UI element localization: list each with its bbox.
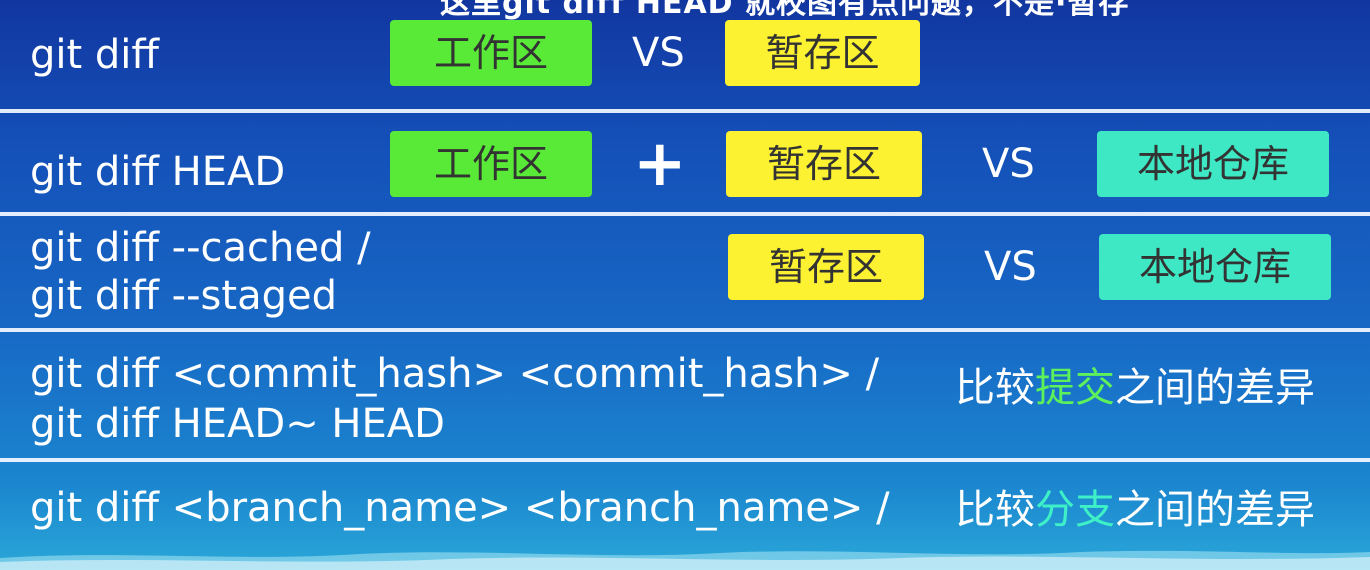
description-suffix: 之间的差异 [1115,487,1315,533]
row-git-diff-commits: git diff <commit_hash> <commit_hash> / g… [0,340,1370,450]
staging-box: 暂存区 [726,131,922,197]
local-repo-box: 本地仓库 [1097,131,1329,197]
description-prefix: 比较 [955,365,1035,411]
command-text-line1: git diff --cached / [30,225,371,271]
description-text: 比较提交之间的差异 [955,364,1315,412]
row-divider [0,458,1370,462]
workspace-box: 工作区 [390,131,592,197]
staging-box: 暂存区 [725,20,920,86]
local-repo-box: 本地仓库 [1099,234,1331,300]
row-git-diff: git diff 工作区 VS 暂存区 [0,16,1370,92]
row-divider [0,109,1370,113]
row-divider [0,212,1370,216]
vs-label: VS [632,30,685,76]
row-git-diff-cached: git diff --cached / git diff --staged 暂存… [0,222,1370,322]
description-text: 比较分支之间的差异 [955,486,1315,534]
staging-box: 暂存区 [728,234,924,300]
command-text-line2: git diff HEAD~ HEAD [30,401,445,447]
row-git-diff-branches: git diff <branch_name> <branch_name> / 比… [0,468,1370,548]
command-text: git diff <branch_name> <branch_name> / [30,485,890,531]
header-partial-text: 这里git diff HEAD 就校图有点问题，不是·暂存 [440,0,1130,21]
description-highlight-branch: 分支 [1035,487,1115,533]
vs-label: VS [982,141,1035,187]
vs-label: VS [984,244,1037,290]
workspace-box: 工作区 [390,20,592,86]
description-prefix: 比较 [955,487,1035,533]
command-text-line2: git diff --staged [30,273,337,319]
command-text: git diff HEAD [30,149,286,195]
command-text: git diff [30,32,159,78]
row-divider [0,328,1370,332]
description-highlight-commit: 提交 [1035,365,1115,411]
bottom-wave-decoration [0,550,1370,570]
description-suffix: 之间的差异 [1115,365,1315,411]
command-text-line1: git diff <commit_hash> <commit_hash> / [30,351,880,397]
plus-icon: + [633,127,687,201]
row-git-diff-head: git diff HEAD 工作区 + 暂存区 VS 本地仓库 [0,128,1370,208]
